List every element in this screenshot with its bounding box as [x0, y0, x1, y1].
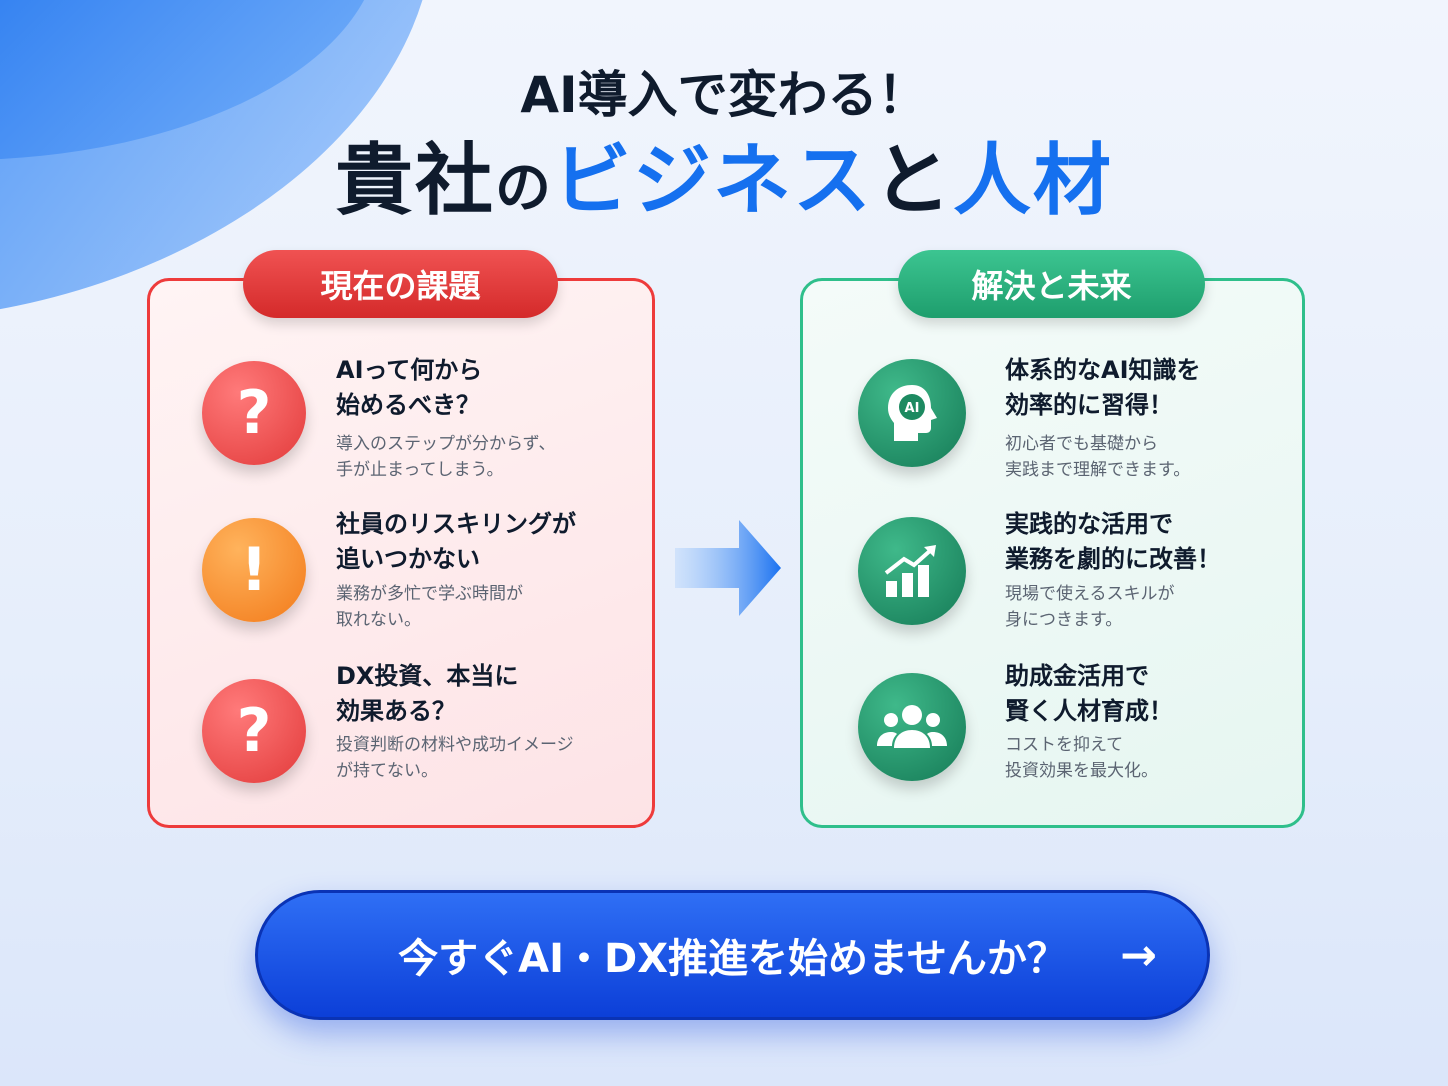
headline-line2: 貴社のビジネスと人材: [0, 118, 1448, 230]
solution-description: 初心者でも基礎から実践まで理解できます。: [1005, 434, 1191, 480]
problems-badge: 現在の課題: [243, 250, 558, 318]
right-arrow-icon: [675, 520, 781, 616]
headline-word: 貴社: [334, 136, 495, 226]
headline-highlight: 人材: [953, 136, 1114, 226]
problem-description: 導入のステップが分からず、手が止まってしまう。: [336, 434, 556, 480]
svg-text:AI: AI: [905, 401, 920, 416]
headline-line1: AI導入で変わる！: [520, 66, 928, 124]
problem-title: AIって何から始めるべき？: [336, 356, 483, 419]
question-icon: ?: [202, 361, 306, 465]
team-icon: [858, 673, 966, 781]
solution-description: 現場で使えるスキルが身につきます。: [1005, 584, 1175, 630]
solution-title: 体系的なAI知識を効率的に習得！: [1005, 356, 1201, 419]
solution-title: 助成金活用で賢く人材育成！: [1005, 662, 1173, 725]
solutions-card: AI 体系的なAI知識を効率的に習得！ 初心者でも基礎から実践まで理解できます。…: [800, 278, 1305, 828]
problem-description: 投資判断の材料や成功イメージが持てない。: [336, 735, 574, 781]
problems-card: ? AIって何から始めるべき？ 導入のステップが分からず、手が止まってしまう。 …: [147, 278, 655, 828]
headline-word: と: [873, 136, 954, 226]
problem-title: 社員のリスキリングが追いつかない: [336, 510, 576, 573]
exclamation-icon: !: [202, 518, 306, 622]
cta-button[interactable]: 今すぐAI・DX推進を始めませんか？ →: [255, 890, 1210, 1020]
growth-chart-icon: [858, 517, 966, 625]
problem-description: 業務が多忙で学ぶ時間が取れない。: [336, 584, 523, 630]
ai-head-icon: AI: [858, 359, 966, 467]
headline-word: の: [494, 156, 553, 221]
solution-description: コストを抑えて投資効果を最大化。: [1005, 735, 1158, 781]
cta-label: 今すぐAI・DX推進を始めませんか？: [398, 936, 1067, 982]
solutions-badge: 解決と未来: [898, 250, 1205, 318]
arrow-right-icon: →: [1120, 929, 1157, 981]
problem-title: DX投資、本当に効果ある？: [336, 662, 519, 725]
headline-highlight: ビジネス: [552, 136, 873, 226]
solution-title: 実践的な活用で業務を劇的に改善！: [1005, 510, 1221, 573]
question-icon: ?: [202, 679, 306, 783]
